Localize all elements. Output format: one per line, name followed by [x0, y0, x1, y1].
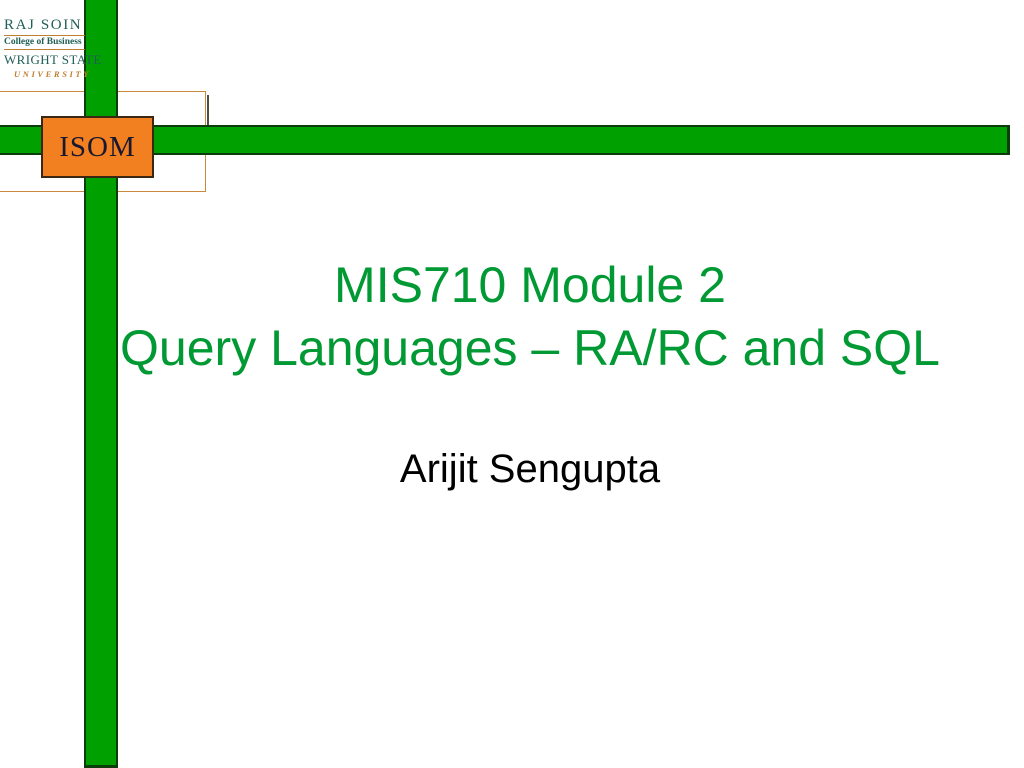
isom-badge-label: ISOM: [59, 130, 136, 163]
logo-college-text: College of Business: [4, 37, 82, 47]
isom-badge: ISOM: [41, 116, 154, 178]
logo-rule-top: [4, 35, 85, 36]
slide-title-line1: MIS710 Module 2: [334, 257, 726, 313]
logo-university-text: UNIVERSITY: [14, 69, 92, 79]
slide-subtitle: Arijit Sengupta: [399, 447, 661, 491]
slide-title: MIS710 Module 2 Query Languages – RA/RC …: [50, 254, 1010, 380]
slide-title-line2: Query Languages – RA/RC and SQL: [120, 320, 940, 376]
university-logo: RAJ SOIN College of Business WRIGHT STAT…: [4, 17, 102, 79]
frame-shadow-line: [207, 95, 209, 126]
logo-rule-bottom: [4, 49, 85, 50]
logo-raj-soin-text: RAJ SOIN: [4, 17, 83, 33]
horizontal-green-bar: [0, 125, 1010, 155]
logo-wright-state-text: WRIGHT STATE: [4, 52, 102, 67]
